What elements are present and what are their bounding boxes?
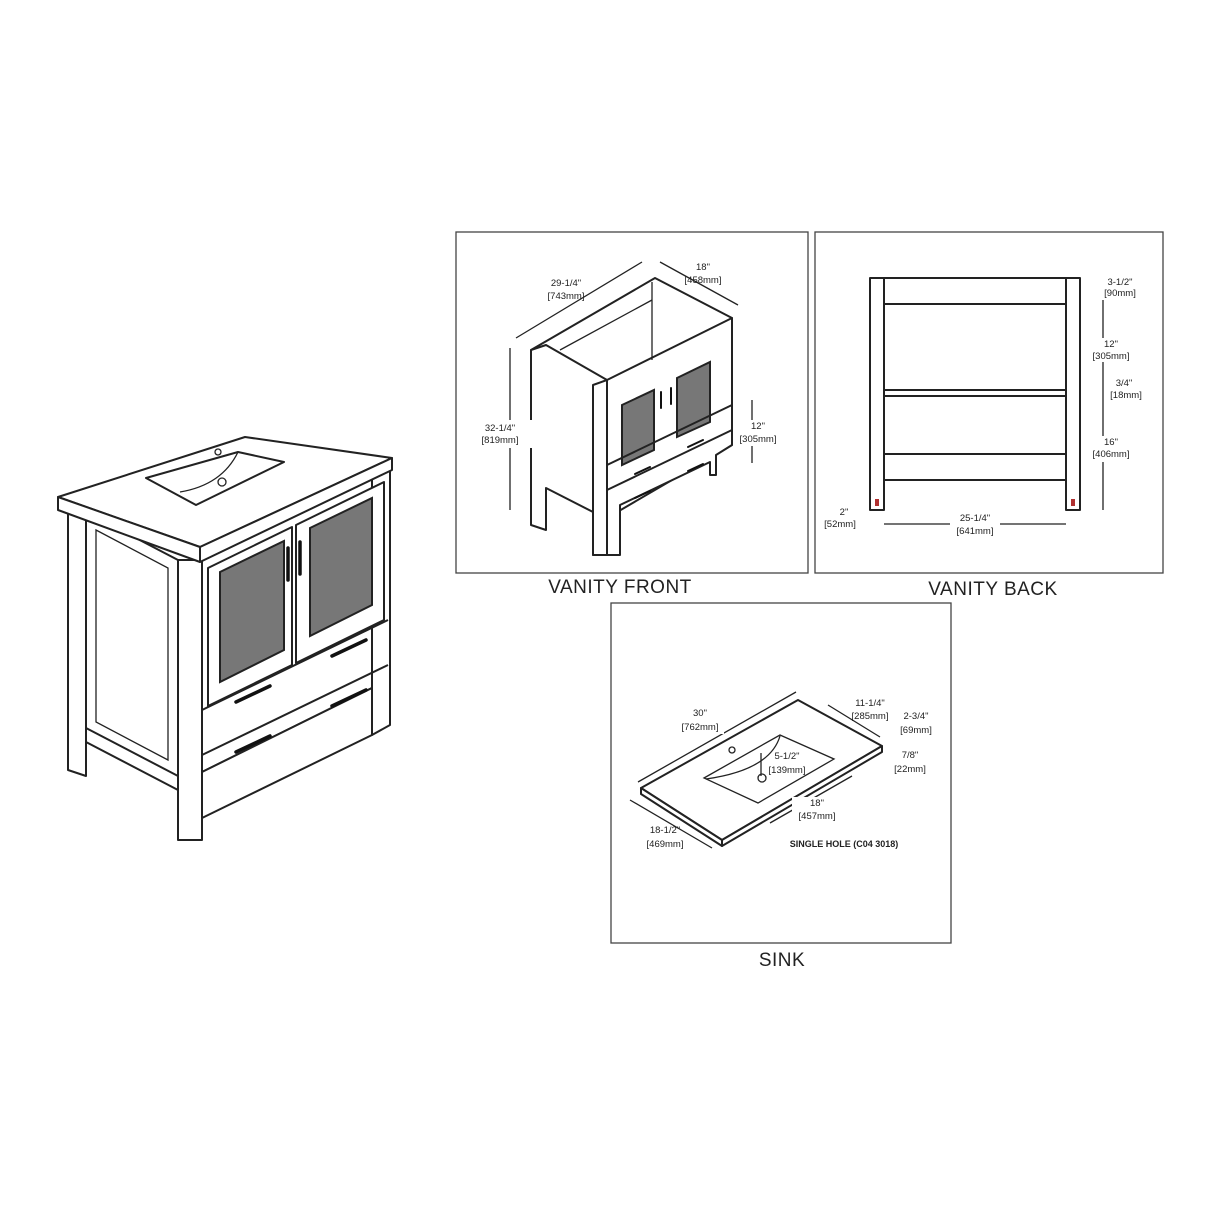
leveler-foot [875, 499, 879, 506]
dim-width-mm: [743mm] [548, 291, 585, 302]
caption-sink: SINK [759, 950, 805, 971]
vanity-isometric-view [57, 436, 393, 841]
dim-leg-mm: [52mm] [824, 519, 856, 530]
dim-top-mm: [90mm] [1104, 288, 1136, 299]
dim-leg-in: 2" [840, 507, 849, 518]
vanity-back-panel: 3-1/2" [90mm] 12" [305mm] 3/4" [18mm] 16… [814, 231, 1164, 600]
dim-upper-in: 12" [1104, 339, 1118, 350]
dim-bowl-width-mm: [457mm] [799, 811, 836, 822]
front-leg [177, 559, 203, 841]
dim-sink-width-mm: [762mm] [682, 722, 719, 733]
dim-offset-mm: [285mm] [852, 711, 889, 722]
dim-width-in: 29-1/4" [551, 278, 581, 289]
dim-sink-depth-in: 18-1/2" [650, 825, 680, 836]
dim-offset-in: 11-1/4" [855, 698, 885, 709]
dim-upper-mm: [305mm] [1093, 351, 1130, 362]
dim-lower-in: 16" [1104, 437, 1118, 448]
left-back-leg [67, 509, 87, 777]
dim-inner-mm: [641mm] [957, 526, 994, 537]
caption-vanity-front: VANITY FRONT [548, 577, 692, 598]
dim-shelf-mm: [18mm] [1110, 390, 1142, 401]
caption-vanity-back: VANITY BACK [928, 579, 1057, 600]
dim-shelf-in: 3/4" [1116, 378, 1133, 389]
right-leg [1065, 277, 1081, 511]
dim-drawer-mm: [305mm] [740, 434, 777, 445]
dim-drawer-in: 12" [751, 421, 765, 432]
dim-top-in: 3-1/2" [1107, 277, 1132, 288]
vanity-front-panel: 29-1/4" [743mm] 18" [458mm] 32-1/4" [819… [455, 231, 809, 598]
dim-backsplash-in: 2-3/4" [903, 711, 928, 722]
dim-thick-mm: [22mm] [894, 764, 926, 775]
dim-sink-width-in: 30" [693, 708, 707, 719]
dim-bowl-depth-mm: [139mm] [769, 765, 806, 776]
dim-sink-depth-mm: [469mm] [647, 839, 684, 850]
side-panel [85, 511, 179, 791]
sink-panel: 30" [762mm] 11-1/4" [285mm] 2-3/4" [69mm… [610, 602, 952, 971]
dim-inner-in: 25-1/4" [960, 513, 990, 524]
left-leg [869, 277, 885, 511]
dim-height-mm: [819mm] [482, 435, 519, 446]
left-glass-panel [219, 539, 285, 684]
right-glass-panel [309, 496, 373, 638]
dim-backsplash-mm: [69mm] [900, 725, 932, 736]
sink-model-note: SINGLE HOLE (C04 3018) [790, 839, 899, 849]
sink-bowl [702, 734, 836, 804]
dim-lower-mm: [406mm] [1093, 449, 1130, 460]
dim-bowl-width-in: 18" [810, 798, 824, 809]
dim-height-in: 32-1/4" [485, 423, 515, 434]
dim-thick-in: 7/8" [902, 750, 919, 761]
leveler-foot [1071, 499, 1075, 506]
dim-depth-mm: [458mm] [685, 275, 722, 286]
dim-bowl-depth-in: 5-1/2" [774, 751, 799, 762]
dim-depth-in: 18" [696, 262, 710, 273]
